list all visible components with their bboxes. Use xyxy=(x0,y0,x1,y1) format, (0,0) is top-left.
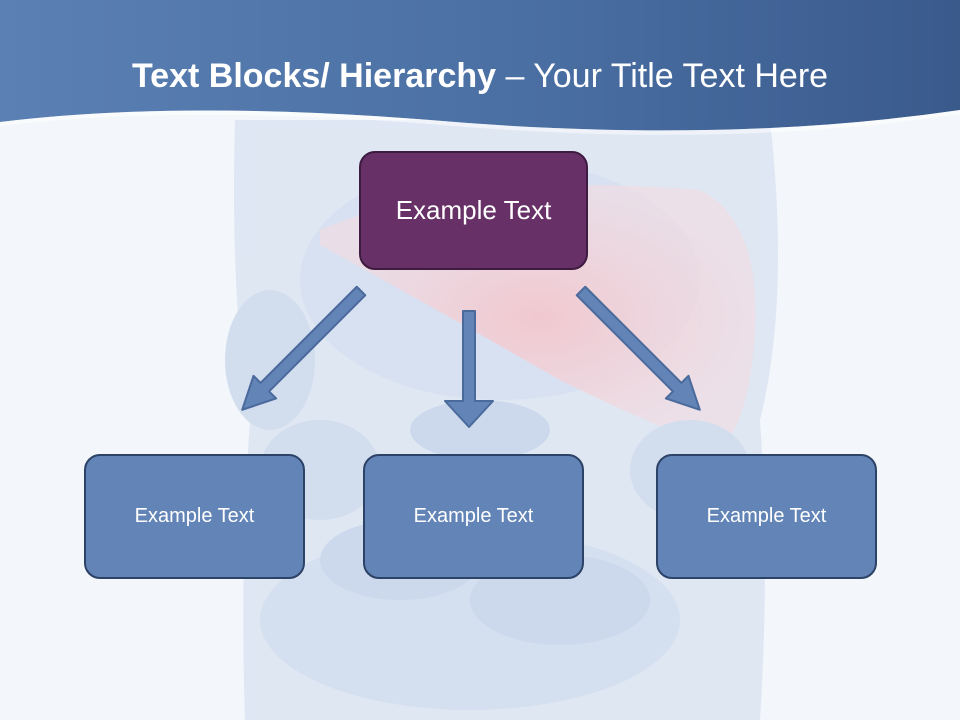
top-text-block: Example Text xyxy=(359,151,588,270)
arrow-right xyxy=(575,285,701,411)
child-text-block-label: Example Text xyxy=(134,505,255,527)
slide-title: Text Blocks/ Hierarchy – Your Title Text… xyxy=(0,50,960,102)
child-text-block-left: Example Text xyxy=(84,454,305,579)
title-dash: – xyxy=(496,57,534,95)
child-text-block-middle: Example Text xyxy=(363,454,584,579)
title-rest: Your Title Text Here xyxy=(533,57,829,95)
child-text-block-right: Example Text xyxy=(656,454,877,579)
header-band xyxy=(0,0,960,131)
arrow-left xyxy=(241,285,367,411)
arrow-down xyxy=(444,310,494,428)
child-text-block-label: Example Text xyxy=(413,505,534,527)
title-bold: Text Blocks/ Hierarchy xyxy=(131,57,497,95)
top-text-block-label: Example Text xyxy=(395,195,552,225)
child-text-block-label: Example Text xyxy=(706,505,827,527)
